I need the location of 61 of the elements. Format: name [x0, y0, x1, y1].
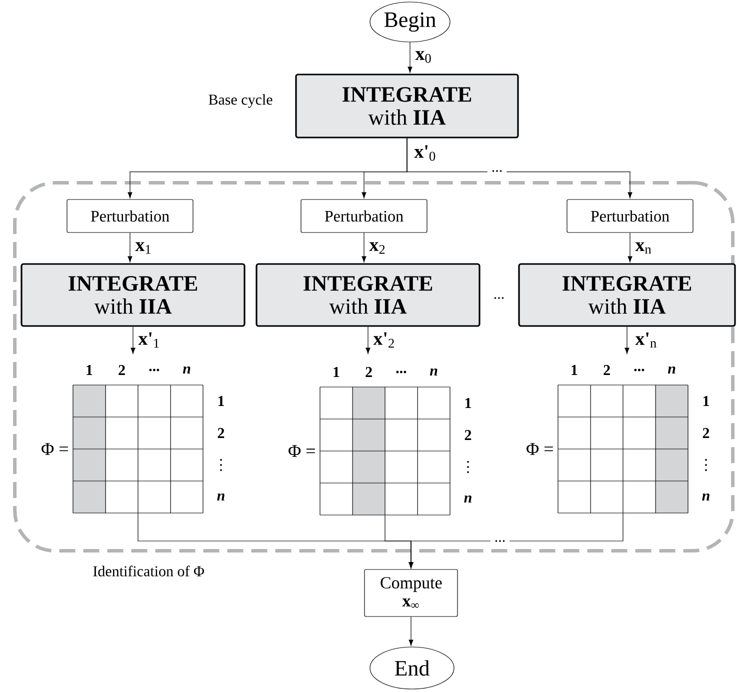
arrow [128, 232, 132, 262]
process-box: Compute x$_{∞}$ [364, 569, 458, 617]
matrix-symbol: Φ = [288, 445, 315, 457]
matrix-symbol: Φ = [42, 443, 68, 455]
row-index: n [464, 495, 472, 503]
column-index: 1 [334, 367, 340, 377]
process-box: INTEGRATE with IIA [256, 263, 480, 327]
row-index: n [702, 493, 710, 501]
edge-label: x$_{n}$ [635, 242, 652, 254]
column-index: 1 [572, 365, 578, 375]
row-index: n [217, 493, 224, 501]
arrow [408, 512, 624, 568]
side-label: Base cycle [208, 94, 272, 108]
arrow [624, 326, 630, 354]
row-index: 2 [218, 428, 224, 438]
row-index: 1 [703, 396, 709, 406]
edge-label: x'$_{0}$ [414, 145, 436, 161]
row-index: ⋮ [220, 458, 222, 472]
column-index: n [430, 368, 438, 376]
ellipsis: ... [489, 296, 509, 300]
process-box: Perturbation [300, 199, 428, 233]
row-index: 1 [465, 398, 471, 408]
arrow [408, 616, 414, 646]
arrow [366, 326, 370, 354]
column-index: n [182, 366, 190, 374]
column-index: ... [149, 368, 160, 372]
edge-label: x$_{1}$ [135, 242, 151, 254]
column-index: ... [396, 370, 406, 374]
row-index: 1 [218, 396, 224, 406]
edge-label: x'$_{2}$ [373, 332, 394, 348]
arrow [130, 326, 136, 354]
row-index: 2 [702, 428, 710, 438]
column-index: ... [634, 368, 644, 372]
process-box: Perturbation [566, 199, 694, 233]
process-box: INTEGRATE with IIA [20, 263, 246, 327]
arrow [406, 138, 632, 198]
column-index: 2 [366, 367, 372, 377]
matrix-grid [72, 384, 204, 514]
matrix-symbol: Φ = [526, 443, 553, 455]
process-box: INTEGRATE with IIA [295, 74, 519, 138]
arrow [362, 232, 366, 262]
column-index: 2 [604, 365, 610, 375]
edge-label: x'$_{1}$ [138, 332, 159, 348]
row-index: 2 [464, 430, 472, 440]
column-index: n [668, 366, 676, 374]
arrow [628, 232, 632, 262]
ellipsis: ... [490, 539, 510, 543]
ellipsis: ... [487, 169, 507, 173]
edge-label: x$_{2}$ [369, 242, 385, 254]
column-index: 2 [118, 365, 125, 375]
process-box: INTEGRATE with IIA [518, 263, 736, 327]
row-index: ⋮ [705, 458, 707, 472]
arrow [408, 42, 412, 73]
edge-label: x'$_{n}$ [635, 332, 656, 348]
matrix-grid [320, 386, 450, 516]
row-index: ⋮ [467, 460, 469, 474]
node-label: Identification of Φ [93, 566, 204, 576]
column-index: 1 [86, 365, 92, 375]
process-box: Perturbation [66, 199, 194, 233]
edge-label: x$_{0}$ [415, 51, 431, 63]
matrix-grid [558, 384, 688, 514]
